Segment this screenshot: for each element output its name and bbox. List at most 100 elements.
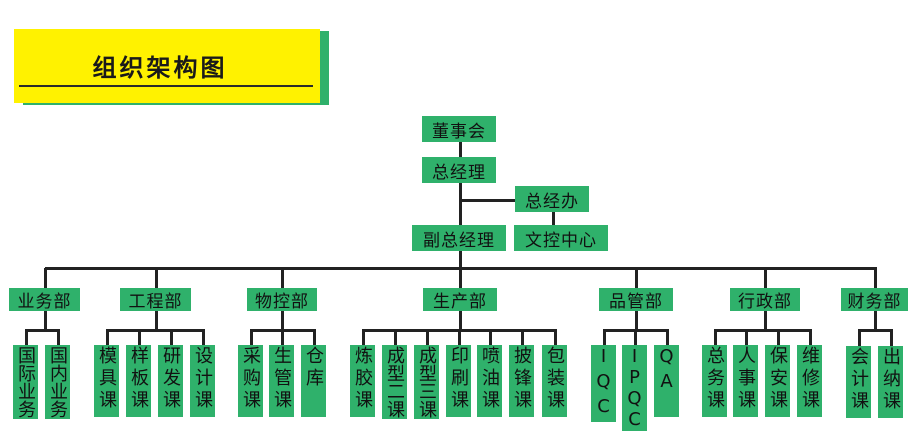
department-node: 品管部 <box>599 288 673 312</box>
connector-line <box>460 199 516 202</box>
connector-line <box>874 268 877 288</box>
department-node: 财务部 <box>841 288 908 312</box>
unit-label: 设计课 <box>192 346 213 412</box>
department-node: 工程部 <box>120 288 191 312</box>
unit-node: 样板课 <box>126 345 151 417</box>
connector-line <box>250 330 253 345</box>
unit-label: 采购课 <box>240 346 261 412</box>
unit-label: 研发课 <box>160 346 181 412</box>
connector-line <box>858 330 861 346</box>
connector-line <box>459 268 462 288</box>
connector-line <box>459 142 462 269</box>
connector-line <box>635 311 638 331</box>
connector-line <box>890 330 893 346</box>
connector-line <box>554 330 557 345</box>
unit-node: 喷油课 <box>477 345 502 417</box>
unit-node: 会计课 <box>846 346 871 418</box>
connector-line <box>634 330 637 345</box>
unit-label: 保安课 <box>767 346 788 412</box>
node-deputy-gm: 副总经理 <box>412 225 506 251</box>
connector-line <box>25 330 28 345</box>
node-document-center: 文控中心 <box>514 225 608 251</box>
unit-label: 会计课 <box>848 347 869 413</box>
unit-node: 成型三课 <box>414 345 439 419</box>
unit-node: 炼胶课 <box>350 345 375 417</box>
unit-node: 保安课 <box>765 345 790 417</box>
connector-line <box>745 330 748 345</box>
unit-node: 模具课 <box>94 345 119 417</box>
unit-node: 披锋课 <box>509 345 534 417</box>
connector-line <box>635 268 638 288</box>
unit-label: 包装课 <box>544 346 565 412</box>
connector-line <box>106 329 205 332</box>
connector-line <box>874 311 877 331</box>
connector-line <box>138 330 141 345</box>
unit-label: IPQC <box>624 346 645 430</box>
unit-node: 仓库 <box>301 345 326 417</box>
connector-line <box>44 268 47 288</box>
unit-node: 国内业务 <box>45 345 70 419</box>
unit-node: 出纳课 <box>878 346 903 418</box>
unit-label: 仓库 <box>303 346 324 390</box>
connector-line <box>57 330 60 345</box>
unit-label: 喷油课 <box>479 346 500 412</box>
connector-line <box>106 330 109 345</box>
unit-label: IQC <box>593 346 614 421</box>
connector-line <box>394 330 397 345</box>
department-node: 业务部 <box>9 288 80 312</box>
unit-label: 生管课 <box>271 346 292 412</box>
unit-node: 国际业务 <box>13 345 38 419</box>
unit-label: 模具课 <box>96 346 117 412</box>
node-general-manager: 总经理 <box>422 157 496 183</box>
unit-node: 人事课 <box>733 345 758 417</box>
unit-node: 研发课 <box>158 345 183 417</box>
unit-label: 成型三课 <box>416 346 437 418</box>
connector-line <box>281 330 284 345</box>
connector-line <box>281 268 284 288</box>
unit-label: 总务课 <box>704 346 725 412</box>
connector-line <box>666 330 669 345</box>
unit-label: 国内业务 <box>47 346 68 418</box>
unit-label: 印刷课 <box>448 346 469 412</box>
node-gm-office: 总经办 <box>515 186 589 212</box>
unit-node: IQC <box>591 345 616 422</box>
unit-node: 包装课 <box>542 345 567 417</box>
connector-line <box>170 330 173 345</box>
unit-node: 设计课 <box>190 345 215 417</box>
connector-line <box>362 330 365 345</box>
unit-label: 维修课 <box>799 346 820 412</box>
unit-node: 成型二课 <box>382 345 407 419</box>
unit-node: 印刷课 <box>446 345 471 417</box>
connector-line <box>552 212 555 226</box>
department-node: 行政部 <box>730 288 800 312</box>
unit-node: QA <box>654 345 679 417</box>
unit-node: 总务课 <box>702 345 727 417</box>
connector-line <box>603 330 606 345</box>
unit-node: 生管课 <box>269 345 294 417</box>
connector-line <box>764 311 767 331</box>
connector-line <box>155 311 158 331</box>
unit-label: 样板课 <box>128 346 149 412</box>
connector-line <box>155 268 158 288</box>
connector-line <box>426 330 429 345</box>
unit-label: 披锋课 <box>511 346 532 412</box>
connector-line <box>714 329 812 332</box>
connector-line <box>202 330 205 345</box>
node-board: 董事会 <box>422 116 496 142</box>
title-banner <box>14 29 320 103</box>
connector-line <box>777 330 780 345</box>
connector-line <box>25 329 60 332</box>
connector-line <box>714 330 717 345</box>
unit-node: 采购课 <box>238 345 263 417</box>
unit-label: 人事课 <box>735 346 756 412</box>
connector-line <box>44 311 47 331</box>
connector-line <box>313 330 316 345</box>
department-node: 物控部 <box>247 288 317 312</box>
connector-line <box>281 311 284 331</box>
page-title: 组织架构图 <box>92 54 228 82</box>
unit-node: IPQC <box>622 345 647 431</box>
connector-line <box>458 330 461 345</box>
unit-label: QA <box>656 346 677 396</box>
unit-label: 出纳课 <box>880 347 901 413</box>
unit-label: 国际业务 <box>15 346 36 418</box>
